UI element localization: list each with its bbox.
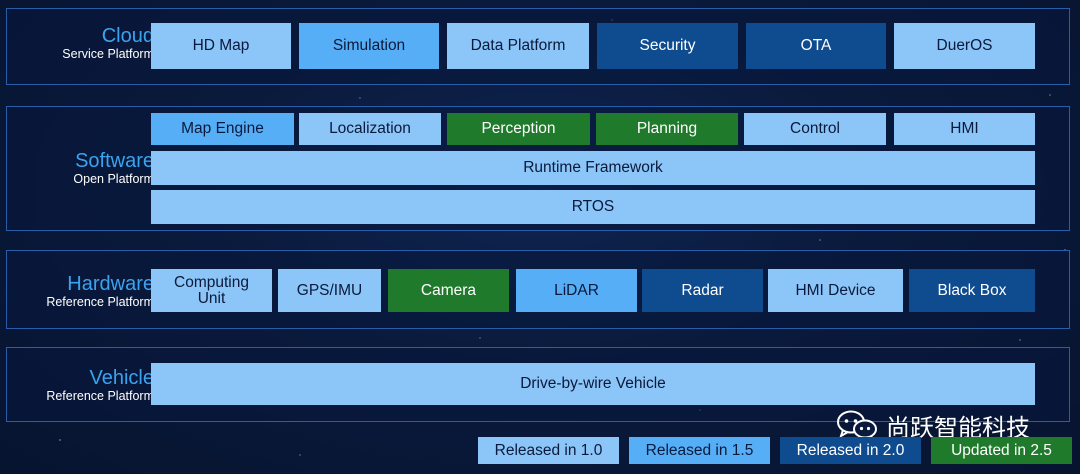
cloud-layer-label: Cloud Service Platform: [62, 25, 154, 62]
vehicle-layer-label: Vehicle Reference Platform: [46, 367, 154, 404]
box-hmi: HMI: [894, 113, 1035, 145]
box-dueros: DuerOS: [894, 23, 1035, 69]
hardware-layer-title: Hardware: [67, 273, 154, 295]
vehicle-layer-subtitle: Reference Platform: [46, 389, 154, 403]
box-localization: Localization: [299, 113, 441, 145]
box-rtos: RTOS: [151, 190, 1035, 224]
software-layer-title: Software: [75, 150, 154, 172]
box-security: Security: [597, 23, 738, 69]
software-layer-label: Software Open Platform: [73, 150, 154, 187]
box-runtime-framework: Runtime Framework: [151, 151, 1035, 185]
box-data-platform: Data Platform: [447, 23, 589, 69]
cloud-layer-subtitle: Service Platform: [62, 47, 154, 61]
box-lidar: LiDAR: [516, 269, 637, 312]
box-computing-unit: Computing Unit: [151, 269, 272, 312]
box-radar: Radar: [642, 269, 763, 312]
legend-released-1-5: Released in 1.5: [629, 437, 770, 464]
box-drive-by-wire-vehicle: Drive-by-wire Vehicle: [151, 363, 1035, 405]
hardware-layer-subtitle: Reference Platform: [46, 295, 154, 309]
box-hmi-device: HMI Device: [768, 269, 903, 312]
box-control: Control: [744, 113, 886, 145]
hardware-layer-label: Hardware Reference Platform: [46, 273, 154, 310]
legend-updated-2-5: Updated in 2.5: [931, 437, 1072, 464]
box-hd-map: HD Map: [151, 23, 291, 69]
legend-released-1-0: Released in 1.0: [478, 437, 619, 464]
box-map-engine: Map Engine: [151, 113, 294, 145]
vehicle-layer-title: Vehicle: [89, 367, 155, 389]
box-gps-imu: GPS/IMU: [278, 269, 381, 312]
box-ota: OTA: [746, 23, 886, 69]
software-layer-subtitle: Open Platform: [73, 172, 154, 186]
legend-released-2-0: Released in 2.0: [780, 437, 921, 464]
box-camera: Camera: [388, 269, 509, 312]
box-simulation: Simulation: [299, 23, 439, 69]
cloud-layer-title: Cloud: [101, 25, 154, 47]
box-planning: Planning: [596, 113, 738, 145]
box-black-box: Black Box: [909, 269, 1035, 312]
box-perception: Perception: [447, 113, 590, 145]
